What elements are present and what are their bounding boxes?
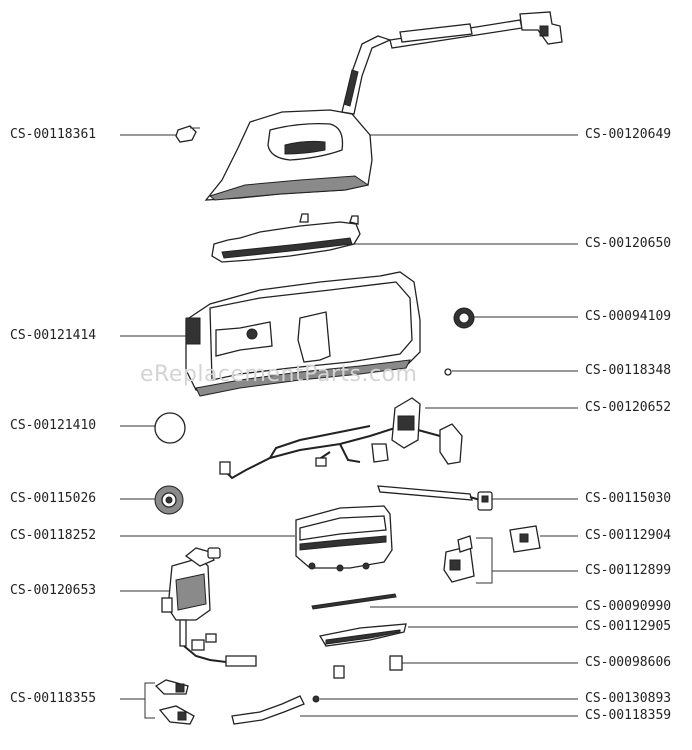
part-label-cs-00118348: CS-00118348 [585, 363, 672, 378]
part-label-cs-00090990: CS-00090990 [585, 599, 672, 614]
part-label-cs-00121410: CS-00121410 [10, 418, 97, 433]
part-label-cs-00120649: CS-00120649 [585, 127, 672, 142]
part-label-cs-00112899: CS-00112899 [585, 563, 672, 578]
part-label-cs-00112905: CS-00112905 [585, 619, 672, 634]
top-plate-bracket [211, 213, 361, 263]
hose-clamps [154, 679, 195, 725]
small-switch [509, 525, 541, 553]
switch-assembly [443, 535, 475, 583]
part-label-cs-00115030: CS-00115030 [585, 491, 672, 506]
water-tank-body [185, 271, 421, 397]
part-label-cs-00094109: CS-00094109 [585, 309, 672, 324]
part-label-cs-00120652: CS-00120652 [585, 400, 672, 415]
part-label-cs-00098606: CS-00098606 [585, 655, 672, 670]
part-label-cs-00118361: CS-00118361 [10, 127, 97, 142]
pump-motor [161, 547, 257, 667]
part-label-cs-00121414: CS-00121414 [10, 328, 97, 343]
part-label-cs-00115026: CS-00115026 [10, 491, 97, 506]
grommet-ring [453, 307, 475, 329]
rod-with-connector [377, 485, 493, 511]
soleplate-strip [318, 623, 407, 647]
part-label-cs-00118252: CS-00118252 [10, 528, 97, 543]
tiny-o-ring [312, 695, 320, 703]
round-gasket [154, 412, 186, 444]
part-label-cs-00118359: CS-00118359 [585, 708, 672, 723]
flexible-hose [231, 695, 305, 725]
leader-lines [120, 134, 578, 719]
pump-housing-block [295, 505, 393, 572]
wiring-harness [219, 397, 463, 480]
part-label-cs-00130893: CS-00130893 [585, 691, 672, 706]
part-label-cs-00112904: CS-00112904 [585, 528, 672, 543]
part-label-cs-00118355: CS-00118355 [10, 691, 97, 706]
watermark: eReplacementParts.com [140, 362, 418, 387]
small-pads [333, 655, 403, 679]
part-label-cs-00120650: CS-00120650 [585, 236, 672, 251]
iron-upper-housing [204, 11, 563, 201]
small-clip-part [175, 125, 200, 143]
thick-spring-ring [154, 485, 184, 515]
tiny-screw [444, 368, 452, 376]
part-label-cs-00120653: CS-00120653 [10, 583, 97, 598]
long-rod [311, 593, 397, 610]
